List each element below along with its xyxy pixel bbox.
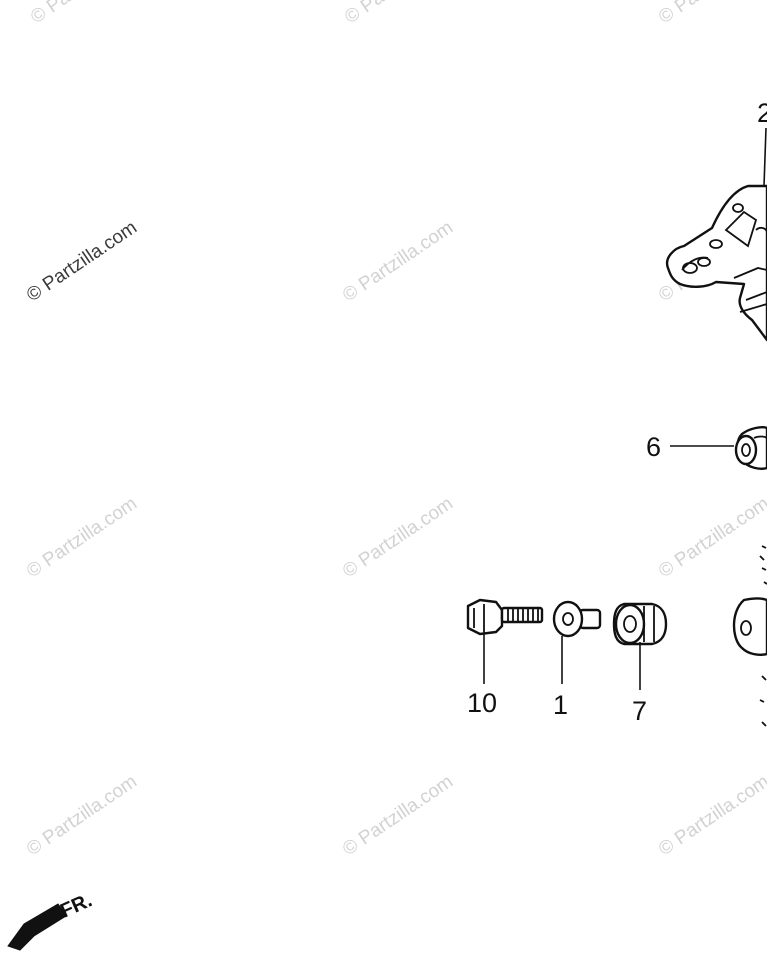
- leader-2: [763, 127, 767, 187]
- callout-7: 7: [632, 696, 647, 726]
- watermark-dark: © Partzilla.com: [23, 217, 141, 306]
- callout-1: 1: [553, 690, 568, 720]
- front-direction-indicator: FR.: [7, 889, 95, 951]
- callout-6: 6: [646, 432, 661, 462]
- part-partial-grommet: [732, 545, 767, 727]
- watermark: © Partzilla.com: [23, 493, 141, 582]
- part-10-bolt: [466, 598, 544, 636]
- part-6-grommet: [734, 426, 767, 470]
- watermark: © Partzilla.com: [339, 493, 457, 582]
- watermark: © Partzilla.com: [655, 493, 767, 582]
- watermark: © Partzilla.com: [655, 771, 767, 860]
- part-1-collar: [552, 600, 602, 638]
- watermark: © Partzilla.com: [655, 0, 767, 28]
- watermark: © Partzilla.com: [339, 771, 457, 860]
- part-7-grommet: [612, 602, 668, 646]
- watermark: © Partzilla.com: [23, 771, 141, 860]
- watermark: © Partzilla.com: [339, 217, 457, 306]
- callout-10: 10: [467, 688, 497, 718]
- part-2-bracket: [665, 184, 767, 342]
- watermark-grid: © Partzilla.com © Partzilla.com © Partzi…: [23, 0, 767, 860]
- callout-2: 2: [757, 98, 767, 128]
- watermark: © Partzilla.com: [27, 0, 145, 28]
- watermark: © Partzilla.com: [341, 0, 459, 28]
- front-label: FR.: [57, 889, 95, 922]
- arrow-left-icon: [7, 903, 67, 951]
